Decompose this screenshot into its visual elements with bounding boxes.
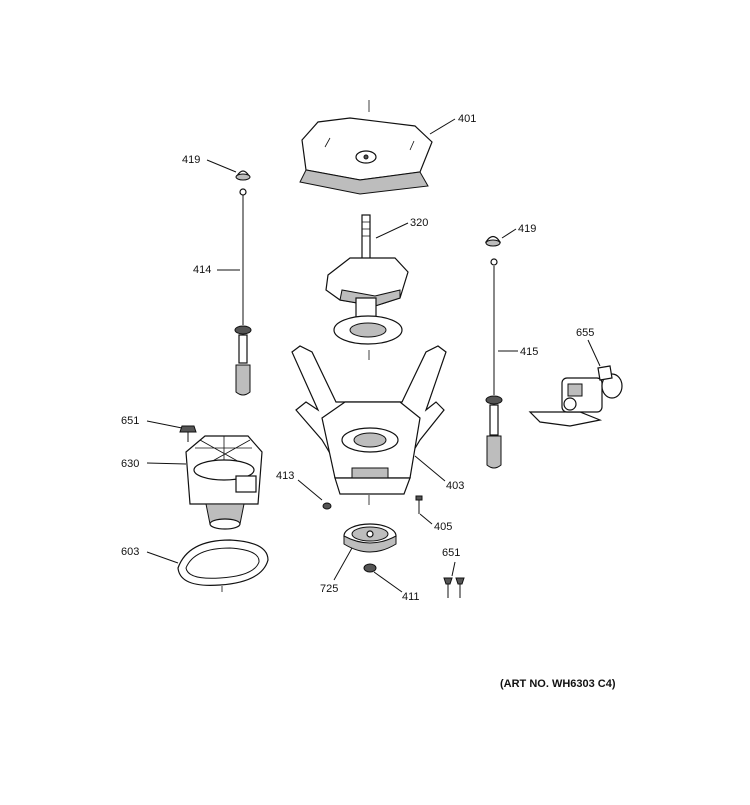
callout-413: 413 (276, 470, 294, 482)
part-415-suspension-rod (485, 258, 503, 469)
part-413-nut (322, 502, 332, 510)
callout-651-upper: 651 (121, 415, 139, 427)
part-630-motor (185, 435, 263, 530)
callout-414: 414 (193, 264, 211, 276)
part-401-cover (299, 100, 433, 195)
callout-419-left: 419 (182, 154, 200, 166)
part-603-belt (177, 539, 269, 592)
callout-725: 725 (320, 583, 338, 595)
callout-655: 655 (576, 327, 594, 339)
part-651-screw-upper (179, 425, 197, 442)
callout-320: 320 (410, 217, 428, 229)
leader-lines (146, 118, 601, 593)
part-725-pulley (343, 523, 397, 553)
callout-419-right: 419 (518, 223, 536, 235)
part-419-left-cap (235, 170, 251, 181)
callout-651-lower: 651 (442, 547, 460, 559)
callout-415: 415 (520, 346, 538, 358)
callout-603: 603 (121, 546, 139, 558)
callout-405: 405 (434, 521, 452, 533)
part-411-nut (363, 563, 377, 573)
callout-401: 401 (458, 113, 476, 125)
part-655-pump (528, 365, 623, 427)
callout-labels: 401 419 320 419 414 415 655 651 630 413 … (121, 113, 594, 603)
part-414-suspension-rod (234, 188, 252, 396)
part-419-right-cap (484, 235, 502, 247)
callout-411: 411 (402, 591, 420, 603)
callout-630: 630 (121, 458, 139, 470)
part-405-bolt (415, 495, 423, 514)
callout-403: 403 (446, 480, 464, 492)
part-320-transmission (325, 214, 409, 360)
art-number: (ART NO. WH6303 C4) (500, 678, 616, 690)
part-651-screws-lower (443, 577, 465, 598)
part-403-platform (291, 345, 447, 505)
